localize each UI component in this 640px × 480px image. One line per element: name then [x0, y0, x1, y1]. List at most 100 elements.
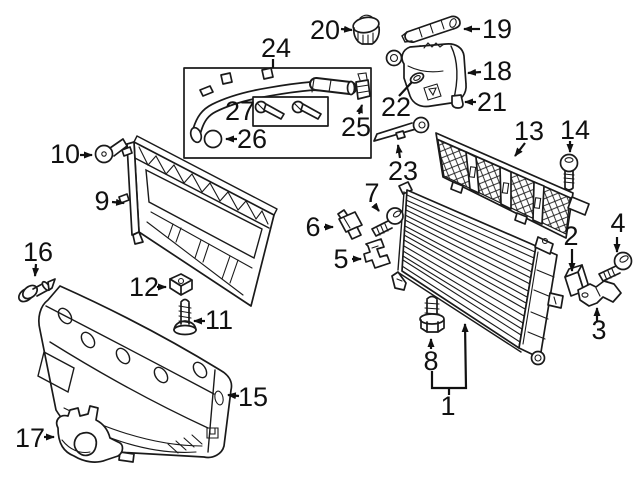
radiator-fins: [401, 194, 536, 343]
bracket5-seam: [371, 245, 379, 249]
vent-hole-1: [57, 307, 73, 325]
screw-11: [173, 298, 197, 336]
clip-fastener-b: [291, 100, 322, 120]
radiator-edge-lines: [397, 191, 522, 353]
callout-2-label: 2: [563, 221, 578, 251]
rivet-10: [94, 138, 128, 164]
deflector-hatch-ticks: [167, 434, 203, 454]
callout-10-label: 10: [50, 139, 80, 169]
clip-b-slot: [294, 103, 303, 112]
deflector-pocket: [37, 350, 75, 394]
radiator-drain: [530, 350, 546, 366]
hose-assembly-box: [183, 67, 372, 159]
bolt4-shaft: [598, 265, 621, 282]
callout-19-label: 19: [482, 14, 512, 44]
hose-clip-left: [199, 72, 233, 97]
shutter-slot-2: [501, 182, 510, 194]
reservoir-marking: [423, 83, 442, 101]
callout-27-label: 27: [225, 96, 255, 126]
bolt14-slot: [564, 157, 574, 163]
frame-truss-bottom: [132, 156, 270, 229]
reservoir-bracket: [401, 15, 461, 44]
shutter-end-bracket: [567, 196, 590, 216]
rivet-head: [94, 144, 114, 164]
cap-skirt: [353, 26, 381, 45]
sensor-stub: [347, 226, 362, 240]
callout-25-arrow: [356, 104, 364, 115]
shutter-slot-3: [533, 197, 542, 209]
bracket-rungs: [418, 19, 445, 38]
hose-clamp: [355, 72, 371, 100]
screw7-slot: [392, 210, 402, 218]
cap-top: [352, 16, 380, 34]
vent-hole-5: [192, 361, 208, 379]
callout-16-arrow: [32, 263, 40, 277]
pin-tip: [47, 278, 56, 291]
bracket3-seam: [595, 287, 601, 297]
clip-b-shaft: [300, 103, 322, 120]
callout-24-label: 24: [261, 33, 291, 63]
bracket-3: [577, 280, 622, 307]
bracket5-body: [363, 238, 391, 269]
callout-15-label: 15: [238, 382, 268, 412]
reservoir-nipple: [451, 94, 464, 109]
callouts: 1 2 3 4 5 6 7 8 9 10 11 12 13 14 15 16: [15, 14, 626, 453]
callout-20-arrow: [340, 25, 353, 33]
shutter-slat-3: [532, 181, 545, 225]
frame-struts: [167, 223, 239, 284]
clip-nut-12: [169, 273, 193, 296]
bracket-hook: [449, 18, 457, 28]
sensor-6: [337, 209, 363, 240]
deflector-crease: [49, 341, 209, 429]
callout-12-label: 12: [129, 272, 159, 302]
callout-20-label: 20: [310, 15, 340, 45]
callout-9-arrow: [111, 198, 125, 206]
bolt-4: [598, 251, 633, 282]
reservoir-knob: [385, 49, 403, 67]
hose-end-cap-right: [346, 80, 356, 96]
bolt14-head: [559, 153, 579, 173]
frame-window: [145, 168, 263, 260]
coolant-reservoir: [385, 42, 467, 109]
endcap-clip: [206, 427, 219, 439]
callout-9-label: 9: [94, 186, 109, 216]
callout-13-label: 13: [514, 116, 544, 146]
callout-6-label: 6: [305, 212, 320, 242]
callout-22-label: 22: [381, 92, 411, 122]
vent-hole-4: [153, 366, 169, 384]
overflow-tube: [373, 116, 430, 142]
callout-1-label: 1: [440, 391, 455, 421]
hose-core: [192, 82, 346, 138]
nut-hole: [177, 277, 185, 285]
radiator-top-fitting: [534, 236, 554, 255]
shutter-slot-1: [468, 166, 477, 178]
bolt8-flange: [419, 313, 445, 325]
bolt8-hex: [420, 319, 445, 333]
callout-18-label: 18: [482, 56, 512, 86]
reservoir-vent-cap: [409, 72, 425, 84]
reservoir-seam: [407, 65, 444, 73]
radiator-fitting-hole: [541, 237, 549, 245]
hose: [189, 67, 357, 144]
callout-13-arrow: [514, 142, 526, 157]
frame-top-rail: [133, 135, 278, 216]
reservoir-marking-triangle: [428, 87, 437, 97]
deflector-bottom-tab: [118, 451, 135, 463]
tube-ball-end: [412, 116, 430, 134]
o-ring: [203, 129, 223, 149]
callout-25-label: 25: [341, 112, 371, 142]
clip-a-shaft: [263, 103, 285, 120]
radiator-foot-slot: [396, 278, 403, 282]
cap-swirl: [359, 14, 373, 19]
bracket3-hole: [581, 292, 589, 298]
radiator-side-bracket-notch: [553, 296, 557, 305]
reservoir-top-ribs: [423, 42, 445, 49]
vent-hole-2: [80, 331, 96, 349]
reservoir-knob-hole: [389, 53, 399, 63]
screw11-flange: [173, 324, 197, 336]
bracket-strip: [404, 15, 461, 44]
screw7-threads: [376, 223, 389, 236]
clamp-ear: [357, 72, 368, 81]
